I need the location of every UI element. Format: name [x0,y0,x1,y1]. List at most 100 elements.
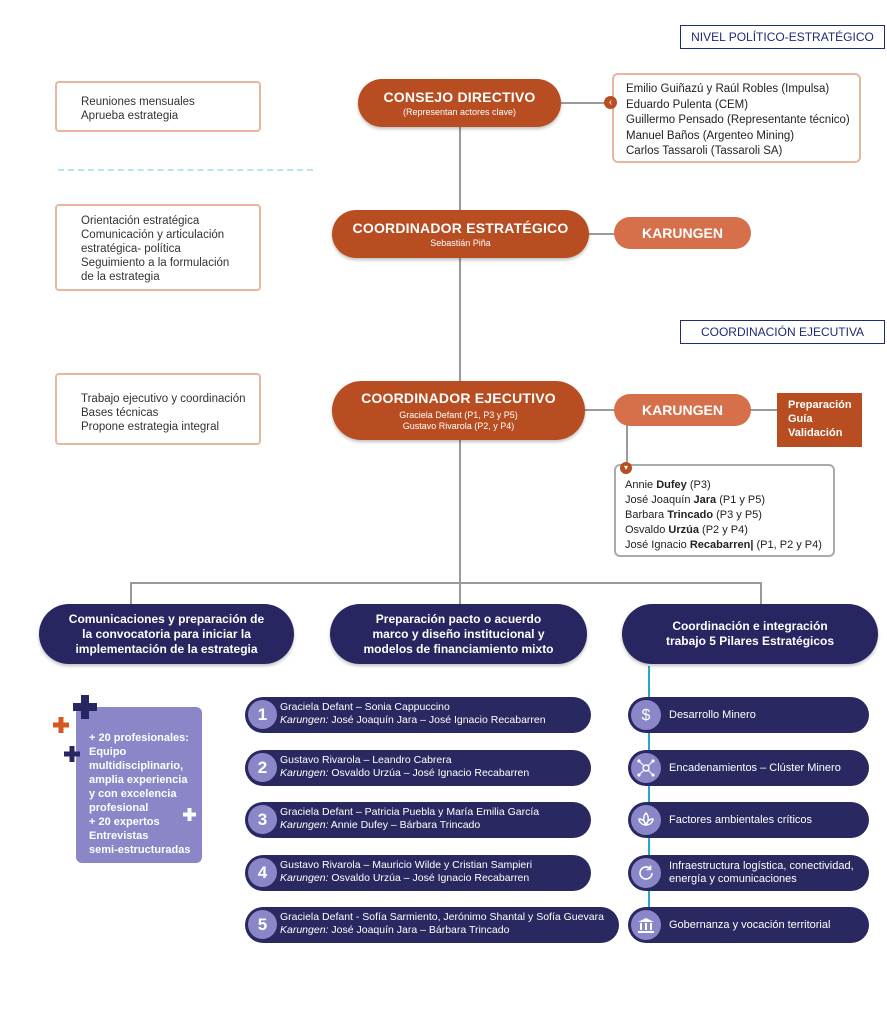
karungen-label: Karungen: [280,924,329,936]
member-last: Jara [693,494,717,506]
note-line: estratégica- política [81,243,181,255]
coordinador-estrategico-node: COORDINADOR ESTRATÉGICO Sebastián Piña [332,210,589,258]
team-line1: Gustavo Rivarola – Mauricio Wilde y Cris… [280,859,533,871]
experts-line: semi-estructuradas [89,844,191,856]
node-subtitle: Gustavo Rivarola (P2, y P4) [402,420,515,431]
node-subtitle: (Representan actores clave) [402,106,517,117]
note-consejo: Reuniones mensuales Aprueba estrategia [55,81,261,132]
column-line: trabajo 5 Pilares Estratégicos [665,634,835,648]
member-line: Carlos Tassaroli (Tassaroli SA) [626,145,783,157]
team-member: José Joaquín Jara (P1 y P5) [625,493,833,508]
team-line2: Karungen: José Joaquín Jara – Bárbara Tr… [280,924,619,937]
column-preparacion-pacto: Preparación pacto o acuerdo marco y dise… [330,604,587,664]
cycle-icon [631,858,661,888]
experts-line: Entrevistas [89,830,149,842]
note-line: Reuniones mensuales [81,96,195,108]
chevron-left-icon: ‹ [604,96,617,109]
team-row: 1 Graciela Defant – Sonia Cappuccino Kar… [245,697,591,733]
team-line1: Gustavo Rivarola – Leandro Cabrera [280,754,452,766]
leaf-icon [631,805,661,835]
dollar-icon: $ [631,700,661,730]
team-row: 3 Graciela Defant – Patricia Puebla y Ma… [245,802,591,838]
member-line: Guillermo Pensado (Representante técnico… [626,114,850,126]
experts-line: amplia experiencia [89,774,188,786]
connector-karungen-1 [585,233,615,235]
experts-line: + 20 expertos [89,816,160,828]
plus-icon [183,808,196,821]
column-coordinacion-pilares: Coordinación e integración trabajo 5 Pil… [622,604,878,664]
plus-icon [73,695,97,719]
column-line: Preparación pacto o acuerdo [375,611,542,626]
team-line1: Graciela Defant – Patricia Puebla y Marí… [280,806,540,818]
karungen-ejecutivo: KARUNGEN [614,394,751,426]
dashed-separator [58,169,313,171]
team-number: 4 [248,858,277,887]
team-karungen: Osvaldo Urzúa – José Ignacio Recabarren [328,872,530,884]
team-row: 4 Gustavo Rivarola – Mauricio Wilde y Cr… [245,855,591,891]
task-label: Preparación [788,399,852,411]
note-line: Propone estrategia integral [81,421,220,433]
column-comunicaciones: Comunicaciones y preparación de la convo… [39,604,294,664]
pillar-label: Desarrollo Minero [669,708,756,721]
team-row: 5 Graciela Defant - Sofía Sarmiento, Jer… [245,907,619,943]
team-line1: Graciela Defant - Sofía Sarmiento, Jerón… [280,911,604,923]
member-pillars: (P3) [686,479,711,491]
note-line: de la estrategia [81,271,160,283]
column-line: marco y diseño institucional y [372,626,545,641]
experts-line: multidisciplinario, [89,760,184,772]
network-icon [631,753,661,783]
team-line2: Karungen: Osvaldo Urzúa – José Ignacio R… [280,872,591,885]
member-pillars: (P2 y P4) [698,524,748,536]
node-subtitle: Sebastián Piña [430,237,491,248]
column-line: Comunicaciones y preparación de [68,611,265,626]
consejo-members-box: Emilio Guiñazú y Raúl Robles (Impulsa) E… [612,73,861,163]
note-line: Seguimiento a la formulación [81,257,230,269]
team-karungen: José Joaquín Jara – José Ignacio Recabar… [328,714,546,726]
experts-line: + 20 profesionales: [89,732,189,744]
member-pillars: (P1, P2 y P4) [753,539,822,551]
karungen-label: Karungen: [280,714,329,726]
connector-col2 [459,582,461,606]
task-label: Guía [788,413,813,425]
experts-line: y con excelencia [89,788,177,800]
institution-icon [631,910,661,940]
team-member: Annie Dufey (P3) [625,478,833,493]
member-last: Trincado [667,509,714,521]
note-ejecutivo: Trabajo ejecutivo y coordinación Bases t… [55,373,261,445]
member-first: José Ignacio [625,539,690,551]
team-karungen: Annie Dufey – Bárbara Trincado [328,819,481,831]
experts-line: Equipo [89,746,127,758]
node-title: COORDINADOR EJECUTIVO [361,389,556,406]
pillar-label: energía y comunicaciones [669,873,797,885]
task-label: Validación [788,427,843,439]
node-subtitle: Graciela Defant (P1, P3 y P5) [399,409,518,420]
team-number: 2 [248,753,277,782]
column-line: la convocatoria para iniciar la [82,626,251,641]
experts-box: + 20 profesionales: Equipo multidiscipli… [76,707,202,863]
pillar-label: Encadenamientos – Clúster Minero [669,761,841,774]
plus-icon [64,746,80,762]
member-line: Manuel Baños (Argenteo Mining) [626,129,795,142]
pillar-infraestructura: Infraestructura logística, conectividad,… [628,855,869,891]
plus-icon [53,717,69,733]
member-pillars: (P3 y P5) [713,509,762,521]
tag-nivel-politico: NIVEL POLÍTICO-ESTRATÉGICO [680,25,885,49]
member-last: Recabarren| [689,539,754,551]
note-line: Trabajo ejecutivo y coordinación [81,393,246,405]
column-line: Coordinación e integración [672,619,828,633]
karungen-label: Karungen: [280,819,329,831]
team-number: 5 [248,910,277,939]
team-karungen: José Joaquín Jara – Bárbara Trincado [328,924,510,936]
karungen-team-box: Annie Dufey (P3) José Joaquín Jara (P1 y… [614,464,835,557]
pillar-label: Factores ambientales críticos [669,813,813,826]
column-line: modelos de financiamiento mixto [363,641,554,656]
pillar-label: Gobernanza y vocación territorial [669,918,831,931]
pillar-encadenamientos: Encadenamientos – Clúster Minero [628,750,869,786]
team-row: 2 Gustavo Rivarola – Leandro Cabrera Kar… [245,750,591,786]
vertical-connector [459,120,461,590]
chevron-down-icon: ▾ [620,462,632,474]
team-karungen: Osvaldo Urzúa – José Ignacio Recabarren [328,767,530,779]
pillars-connector [648,666,650,936]
pillar-gobernanza: Gobernanza y vocación territorial [628,907,869,943]
coordinador-ejecutivo-node: COORDINADOR EJECUTIVO Graciela Defant (P… [332,381,585,440]
